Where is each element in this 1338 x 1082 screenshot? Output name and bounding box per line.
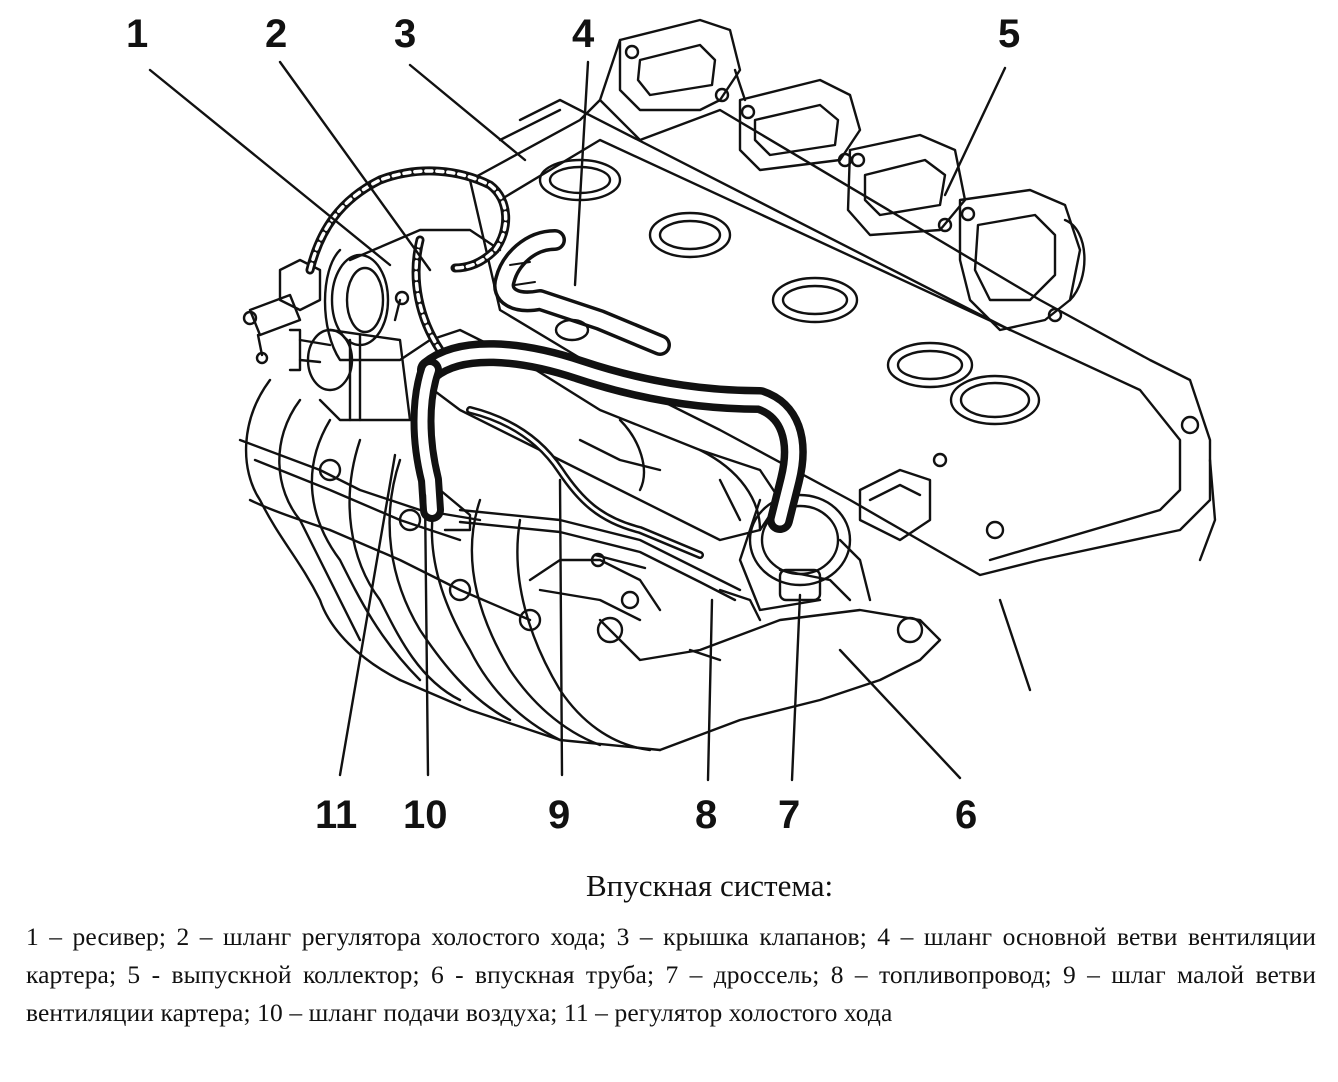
throttle-body bbox=[738, 493, 872, 612]
callout-10: 10 bbox=[403, 793, 448, 837]
caption-title: Впускная система: bbox=[586, 868, 834, 903]
callout-1: 1 bbox=[126, 12, 149, 56]
callout-11: 11 bbox=[315, 793, 358, 837]
callout-5: 5 bbox=[998, 12, 1021, 56]
callout-6: 6 bbox=[955, 793, 978, 837]
callout-9: 9 bbox=[548, 793, 571, 837]
callout-4: 4 bbox=[572, 12, 595, 56]
fuel-line bbox=[438, 488, 762, 622]
intake-manifold bbox=[238, 378, 942, 752]
caption-legend: 1 – ресивер; 2 – шланг регулятора холост… bbox=[26, 922, 1316, 1027]
leader-lines bbox=[148, 60, 1007, 782]
callout-8: 8 bbox=[695, 793, 718, 837]
intake-system-drawing bbox=[148, 18, 1217, 782]
callout-7: 7 bbox=[778, 793, 801, 837]
idle-regulator-hose bbox=[305, 166, 511, 275]
fuel-pressure-regulator bbox=[242, 258, 322, 365]
exhaust-manifold bbox=[598, 18, 1086, 332]
idle-regulator bbox=[288, 290, 412, 422]
callout-2: 2 bbox=[265, 12, 288, 56]
sensor-connector bbox=[858, 452, 948, 542]
callout-3: 3 bbox=[394, 12, 417, 56]
